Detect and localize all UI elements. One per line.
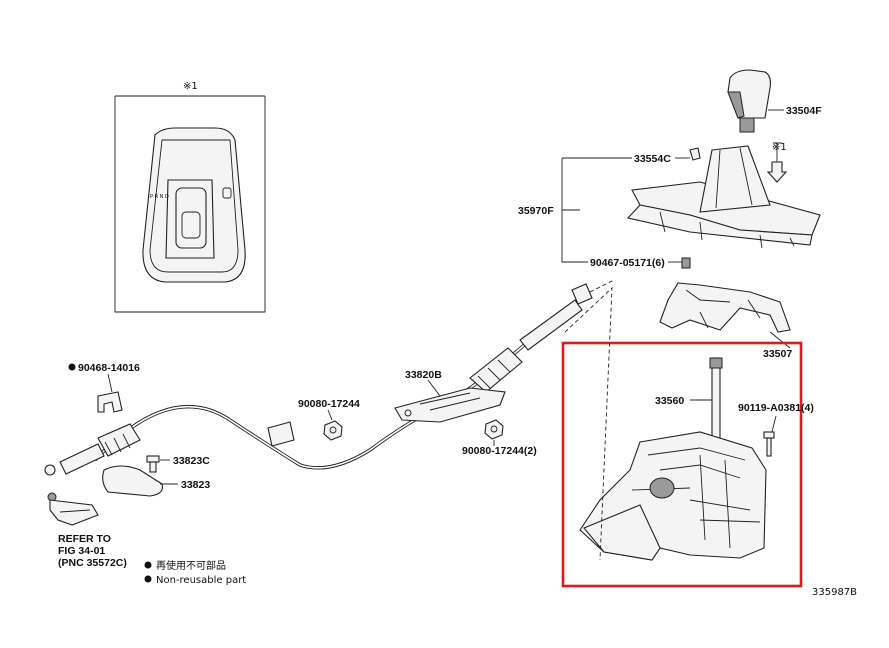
screw-part bbox=[681, 257, 691, 269]
clip-left-part bbox=[97, 391, 123, 413]
label-clip-left: 90468-14016 bbox=[78, 362, 140, 374]
inset-mark: ※1 bbox=[183, 81, 198, 92]
svg-text:P R N D: P R N D bbox=[150, 194, 169, 200]
label-refer-3: (PNC 35572C) bbox=[58, 557, 127, 569]
nonreusable-dot-clip bbox=[68, 363, 76, 371]
cable-end-joint bbox=[47, 492, 99, 526]
figure-id: 335987B bbox=[812, 587, 857, 598]
clip-part bbox=[689, 147, 701, 161]
legend-dot-jp bbox=[144, 561, 152, 569]
shift-cable bbox=[44, 279, 615, 561]
shift-knob bbox=[727, 69, 771, 133]
arrow-mark: ※1 bbox=[772, 142, 787, 153]
shift-bezel bbox=[626, 142, 821, 249]
legend-en-text: Non-reusable part bbox=[156, 575, 246, 586]
nut-left-part bbox=[323, 420, 343, 441]
highlight-box bbox=[561, 341, 803, 588]
view-arrow bbox=[766, 161, 788, 183]
label-nut-left: 90080-17244 bbox=[298, 398, 360, 410]
shifter-bolt-part bbox=[763, 431, 775, 457]
inset-panel: P R N D bbox=[114, 95, 266, 313]
label-nut-right: 90080-17244(2) bbox=[462, 445, 537, 457]
label-knob: 33504F bbox=[786, 105, 822, 117]
label-bezel: 35970F bbox=[518, 205, 554, 217]
legend-dot-en bbox=[144, 575, 152, 583]
label-bolt-c: 33823C bbox=[173, 455, 210, 467]
label-refer-2: FIG 34-01 bbox=[58, 545, 105, 557]
cable-bracket bbox=[394, 387, 506, 423]
label-cable-bracket: 33820B bbox=[405, 369, 442, 381]
shift-housing bbox=[659, 282, 791, 333]
legend-jp-text: 再使用不可部品 bbox=[156, 559, 226, 572]
label-retainer: 33823 bbox=[181, 479, 210, 491]
label-housing: 33507 bbox=[763, 348, 792, 360]
label-refer-1: REFER TO bbox=[58, 533, 111, 545]
label-shifter: 33560 bbox=[655, 395, 684, 407]
legend: 再使用不可部品 Non-reusable part bbox=[144, 559, 246, 586]
label-clip: 33554C bbox=[634, 153, 671, 165]
bolt-c-part bbox=[146, 455, 160, 473]
retainer-part bbox=[102, 465, 164, 497]
label-screw: 90467-05171(6) bbox=[590, 257, 665, 269]
label-shifter-bolt: 90119-A0381(4) bbox=[738, 402, 814, 414]
shift-lever-assembly bbox=[579, 357, 767, 561]
nut-right-part bbox=[484, 419, 504, 440]
